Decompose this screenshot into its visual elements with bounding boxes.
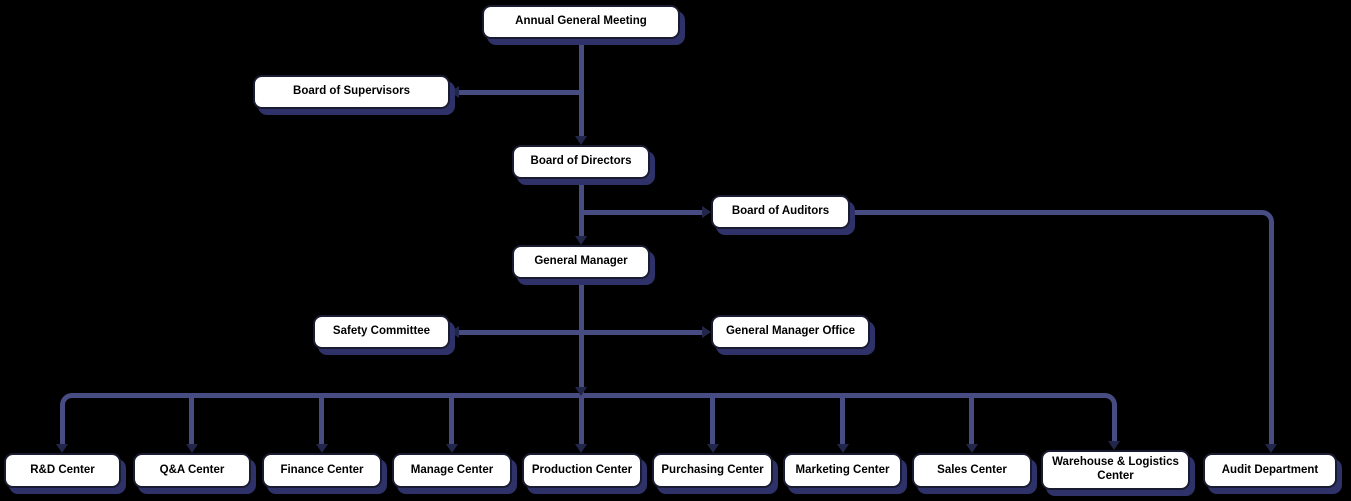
arrowhead-into-qa bbox=[186, 444, 198, 453]
org-node-label: Q&A Center bbox=[159, 463, 225, 476]
connector-drop-sales bbox=[969, 395, 974, 444]
arrowhead-into-rd bbox=[56, 444, 68, 453]
arrowhead-into-directors bbox=[575, 136, 587, 145]
org-node-warehouse-logistics-center[interactable]: Warehouse & Logistics Center bbox=[1041, 450, 1190, 490]
connector-gm-production bbox=[579, 279, 584, 444]
org-node-label: Production Center bbox=[531, 463, 633, 476]
org-node-label: General Manager bbox=[534, 255, 628, 268]
arrowhead-into-purchasing bbox=[707, 444, 719, 453]
arrowhead-into-supervisors bbox=[450, 86, 459, 98]
org-node-label: Board of Directors bbox=[530, 155, 632, 168]
arrowhead-into-production bbox=[575, 444, 587, 453]
arrowhead-into-auditors bbox=[702, 206, 711, 218]
connector-drop-manage bbox=[449, 395, 454, 444]
arrowhead-into-manage bbox=[446, 444, 458, 453]
org-node-label: R&D Center bbox=[30, 463, 95, 476]
org-node-label: Manage Center bbox=[410, 463, 494, 476]
connector-drop-purchasing bbox=[710, 395, 715, 444]
org-node-label: Marketing Center bbox=[795, 463, 890, 476]
connector-safety bbox=[459, 330, 584, 335]
arrowhead-into-marketing bbox=[837, 444, 849, 453]
org-node-label: Audit Department bbox=[1221, 463, 1319, 476]
org-node-label: Finance Center bbox=[280, 463, 364, 476]
connector-drop-marketing bbox=[840, 395, 845, 444]
org-node-label: Safety Committee bbox=[332, 325, 431, 338]
org-node-marketing-center[interactable]: Marketing Center bbox=[783, 453, 902, 488]
connector-auditors bbox=[579, 210, 702, 215]
org-node-annual-general-meeting[interactable]: Annual General Meeting bbox=[482, 5, 680, 39]
connector-supervisors bbox=[459, 90, 584, 95]
org-node-label: Board of Auditors bbox=[731, 205, 830, 218]
arrowhead-into-safety bbox=[450, 326, 459, 338]
org-node-finance-center[interactable]: Finance Center bbox=[262, 453, 382, 488]
connector-directors-gm bbox=[579, 179, 584, 236]
org-node-purchasing-center[interactable]: Purchasing Center bbox=[652, 453, 773, 488]
org-node-label: General Manager Office bbox=[725, 325, 856, 338]
arrowhead-into-warehouse bbox=[1108, 441, 1120, 450]
org-node-label: Board of Supervisors bbox=[293, 85, 410, 98]
arrowhead-into-gm bbox=[575, 236, 587, 245]
arrowhead-into-audit bbox=[1265, 444, 1277, 453]
org-node-board-of-supervisors[interactable]: Board of Supervisors bbox=[253, 75, 450, 109]
connector-agm-directors bbox=[579, 39, 584, 136]
org-node-board-of-directors[interactable]: Board of Directors bbox=[512, 145, 650, 179]
connector-auditors-audit bbox=[850, 210, 1274, 444]
arrowhead-into-gm-office bbox=[702, 326, 711, 338]
org-node-manage-center[interactable]: Manage Center bbox=[392, 453, 512, 488]
arrowhead-at-distribution bbox=[575, 387, 587, 396]
org-node-production-center[interactable]: Production Center bbox=[522, 453, 642, 488]
org-node-safety-committee[interactable]: Safety Committee bbox=[313, 315, 450, 349]
connector-distribution-rail bbox=[60, 393, 1117, 445]
org-node-board-of-auditors[interactable]: Board of Auditors bbox=[711, 195, 850, 229]
org-node-qa-center[interactable]: Q&A Center bbox=[133, 453, 251, 488]
org-node-label: Purchasing Center bbox=[661, 463, 764, 476]
arrowhead-into-sales bbox=[966, 444, 978, 453]
org-node-audit-department[interactable]: Audit Department bbox=[1203, 453, 1337, 488]
connector-drop-finance bbox=[319, 395, 324, 444]
org-node-label: Warehouse & Logistics Center bbox=[1052, 456, 1179, 482]
org-node-label: Annual General Meeting bbox=[515, 15, 647, 28]
arrowhead-into-finance bbox=[316, 444, 328, 453]
org-node-general-manager[interactable]: General Manager bbox=[512, 245, 650, 279]
org-node-rd-center[interactable]: R&D Center bbox=[4, 453, 121, 488]
org-node-label: Sales Center bbox=[937, 463, 1007, 476]
org-node-general-manager-office[interactable]: General Manager Office bbox=[711, 315, 870, 349]
connector-drop-qa bbox=[189, 395, 194, 444]
org-node-sales-center[interactable]: Sales Center bbox=[912, 453, 1032, 488]
connector-gm-office bbox=[579, 330, 702, 335]
